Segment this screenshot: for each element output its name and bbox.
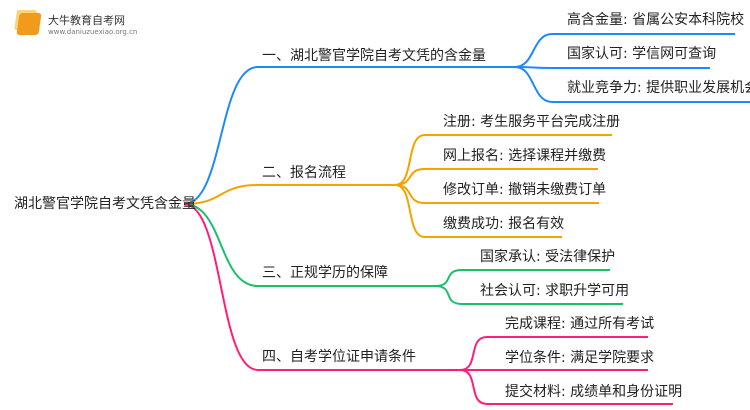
branch-4-child-2: 学位条件: 满足学院要求 — [505, 350, 655, 366]
logo-name: 大牛教育自考网 — [48, 14, 125, 27]
branch-3-child-1: 国家承认: 受法律保护 — [480, 249, 616, 265]
branch-2-child-2-connector — [394, 168, 598, 186]
root-node: 湖北警官学院自考文凭含金量 — [14, 196, 196, 212]
branch-4-child-1: 完成课程: 通过所有考试 — [505, 316, 655, 332]
branch-1-child-3-connector — [514, 66, 750, 103]
branch-1-label: 一、湖北警官学院自考文凭的含金量 — [262, 48, 486, 64]
branch-3-child-1-connector — [434, 269, 610, 287]
book-logo-icon — [16, 13, 42, 35]
branch-2-child-4-connector — [394, 184, 562, 238]
branch-3-connector — [183, 203, 435, 287]
branch-3-child-2-connector — [434, 285, 623, 305]
branch-1-child-2-connector — [514, 66, 710, 69]
branch-4-label: 四、自考学位证申请条件 — [262, 349, 416, 365]
branch-1-child-3: 就业竞争力: 提供职业发展机会 — [567, 80, 750, 96]
branch-4-child-1-connector — [459, 336, 648, 371]
branch-3-child-2: 社会认可: 求职升学可用 — [480, 283, 630, 299]
logo: 大牛教育自考网 www.daniuzuexiao.org.cn — [16, 12, 138, 36]
branch-1-child-2: 国家认可: 学信网可查询 — [567, 46, 717, 62]
branch-2-connector — [183, 184, 395, 205]
branch-1-child-1-connector — [514, 33, 735, 68]
branch-2-label: 二、报名流程 — [262, 165, 346, 181]
branch-2-child-1: 注册: 考生服务平台完成注册 — [443, 114, 621, 130]
branch-2-child-2: 网上报名: 选择课程并缴费 — [443, 148, 607, 164]
branch-2-child-4: 缴费成功: 报名有效 — [443, 216, 565, 232]
logo-url: www.daniuzuexiao.org.cn — [48, 28, 138, 36]
branch-4-child-3-connector — [459, 369, 673, 405]
branch-1-connector — [183, 66, 515, 205]
branch-4-connector — [183, 203, 460, 371]
branch-2-child-3: 修改订单: 撤销未缴费订单 — [443, 182, 607, 198]
branch-1-child-1: 高含金量: 省属公安本科院校 — [567, 12, 745, 28]
branch-3-label: 三、正规学历的保障 — [262, 265, 388, 281]
branch-4-child-3: 提交材料: 成绩单和身份证明 — [505, 384, 683, 400]
branch-2-child-1-connector — [394, 134, 612, 186]
